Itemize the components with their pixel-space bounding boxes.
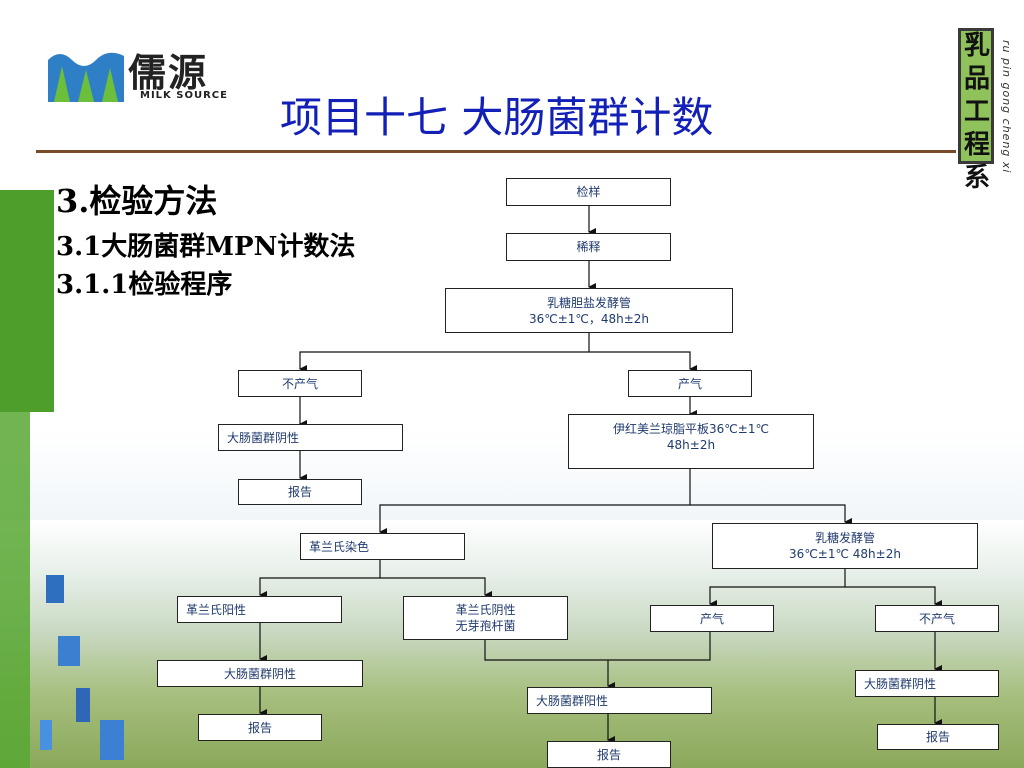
flow-box-text: 大肠菌群阴性 <box>864 676 937 691</box>
flow-box-text: 36℃±1℃ 48h±2h <box>789 547 901 561</box>
flow-box-emb-plate: 伊红美兰琼脂平板36℃±1℃ 48h±2h <box>568 414 814 469</box>
title-divider <box>36 150 956 153</box>
flow-box-text: 产气 <box>677 376 702 391</box>
flow-box-text: 不产气 <box>281 376 318 391</box>
flow-box-text: 检样 <box>576 185 601 199</box>
deco-square <box>100 720 124 760</box>
flow-box-coliform-negative: 大肠菌群阴性 <box>855 670 999 697</box>
flow-box-coliform-negative: 大肠菌群阴性 <box>157 660 363 687</box>
flow-box-text: 伊红美兰琼脂平板36℃±1℃ <box>613 422 769 436</box>
flow-box-text: 48h±2h <box>666 438 716 452</box>
logo-chinese-text: 儒源 <box>128 51 209 95</box>
flow-box-no-gas: 不产气 <box>875 605 999 632</box>
flow-box-dilute: 稀释 <box>506 233 671 261</box>
deco-square <box>58 636 80 666</box>
connector-gas2-pos <box>608 632 711 661</box>
flow-box-report: 报告 <box>238 479 362 505</box>
flow-box-text: 36℃±1℃，48h±2h <box>528 311 650 326</box>
flow-box-coliform-negative: 大肠菌群阴性 <box>218 424 403 451</box>
flow-box-gram-stain: 革兰氏染色 <box>300 533 465 560</box>
connector-lst-gas <box>589 351 697 373</box>
department-badge <box>958 28 994 164</box>
section-heading: 3.检验方法 <box>56 182 218 220</box>
flow-box-text: 报告 <box>596 747 621 762</box>
flow-box-text: 无芽孢杆菌 <box>455 619 516 633</box>
logo-english-text: MILK SOURCE <box>140 90 228 101</box>
flow-box-text: 报告 <box>287 485 312 499</box>
flow-box-text: 大肠菌群阴性 <box>223 666 296 681</box>
connector-lst-split <box>299 333 590 373</box>
flow-box-lactose-tube: 乳糖发酵管 36℃±1℃ 48h±2h <box>712 523 978 569</box>
department-badge-text: 乳品工程系 <box>963 31 990 193</box>
flow-box-report: 报告 <box>198 714 322 741</box>
flow-box-text: 产气 <box>699 611 724 626</box>
deco-square <box>40 720 52 750</box>
left-accent-bar-lower <box>0 412 30 768</box>
flow-box-lst: 乳糖胆盐发酵管 36℃±1℃，48h±2h <box>445 288 733 333</box>
flow-box-text: 乳糖胆盐发酵管 <box>546 295 631 310</box>
flow-box-report: 报告 <box>877 724 999 750</box>
connector-lactose-nogas <box>845 586 942 608</box>
connector-gramneg-pos <box>484 640 608 661</box>
left-accent-bar <box>0 190 54 412</box>
connector-emb-lactose <box>690 504 852 526</box>
flow-box-report: 报告 <box>547 741 671 768</box>
flow-box-text: 稀释 <box>576 240 601 254</box>
flow-box-text: 革兰氏阴性 <box>455 603 516 617</box>
flow-box-text: 大肠菌群阳性 <box>536 693 609 708</box>
connector-gram-neg <box>380 577 492 599</box>
flow-box-sample: 检样 <box>506 178 671 206</box>
connector-emb-split <box>379 469 691 536</box>
flow-box-text: 不产气 <box>918 611 955 626</box>
flow-box-text: 报告 <box>925 730 950 744</box>
flow-box-text: 乳糖发酵管 <box>814 531 875 545</box>
flow-box-coliform-positive: 大肠菌群阳性 <box>527 687 712 714</box>
flow-box-gram-negative: 革兰氏阴性 无芽孢杆菌 <box>403 596 568 640</box>
subsection-heading: 3.1大肠菌群MPN计数法 <box>56 232 356 262</box>
page-title: 项目十七 大肠菌群计数 <box>280 93 714 142</box>
connector-lactose-split <box>709 569 846 608</box>
department-badge-pinyin: ru pin gong cheng xi <box>1000 40 1013 174</box>
flow-box-gram-positive: 革兰氏阳性 <box>177 596 342 623</box>
flow-box-text: 革兰氏阳性 <box>186 602 247 617</box>
flow-box-text: 革兰氏染色 <box>309 539 370 554</box>
flow-box-gas: 产气 <box>628 370 752 397</box>
deco-square <box>46 575 64 603</box>
flow-box-no-gas: 不产气 <box>238 370 362 397</box>
flow-box-text: 报告 <box>247 720 272 735</box>
flow-box-text: 大肠菌群阴性 <box>227 430 300 445</box>
connector-gram-split <box>259 560 381 599</box>
subsubsection-heading: 3.1.1检验程序 <box>56 270 233 300</box>
milk-source-logo <box>48 40 124 106</box>
flow-box-gas: 产气 <box>650 605 774 632</box>
deco-square <box>76 688 90 722</box>
